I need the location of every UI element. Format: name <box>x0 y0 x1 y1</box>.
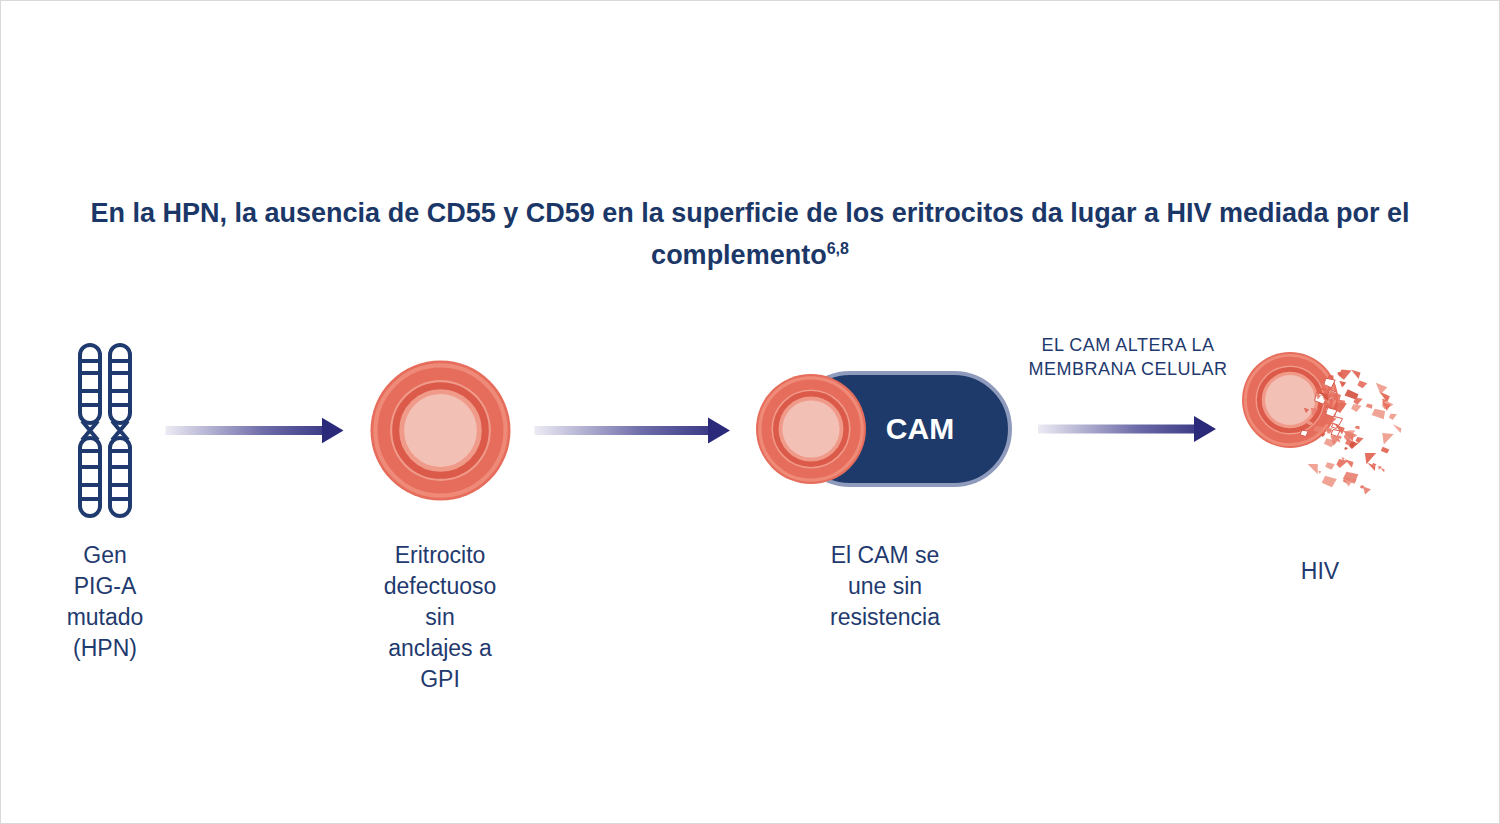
flow-arrow <box>1038 425 1196 434</box>
illustration <box>754 365 1016 493</box>
erythrocyte-icon <box>370 361 510 501</box>
edge-label: EL CAM ALTERA LA MEMBRANA CELULAR <box>1012 333 1244 381</box>
step-erythrocyte: Eritrocito defectuoso sin anclajes a GPI <box>360 358 521 695</box>
flow-arrow <box>535 426 711 435</box>
mac-binding-icon <box>756 373 1010 485</box>
shape-label: CAM <box>886 412 954 446</box>
step-caption: El CAM se une sin resistencia <box>830 540 941 633</box>
step-hemolysis: HIV <box>1232 345 1408 587</box>
step-mac-binding: CAM El CAM se une sin resistencia <box>746 365 1024 633</box>
lysed-cell-icon <box>1242 352 1401 495</box>
step-gene: Gen PIG-A mutado (HPN) <box>59 343 152 664</box>
diagram-title: En la HPN, la ausencia de CD55 y CD59 en… <box>91 198 1410 270</box>
illustration <box>1240 345 1400 500</box>
illustration <box>368 358 513 503</box>
chromosome-icon <box>80 345 130 516</box>
flow-arrow <box>166 426 324 435</box>
step-caption: Eritrocito defectuoso sin anclajes a GPI <box>383 540 497 695</box>
step-caption: HIV <box>1300 556 1340 587</box>
illustration <box>70 343 140 518</box>
step-caption: Gen PIG-A mutado (HPN) <box>66 540 144 664</box>
reference-superscript: 6,8 <box>827 240 849 257</box>
title-block: En la HPN, la ausencia de CD55 y CD59 en… <box>50 192 1450 276</box>
